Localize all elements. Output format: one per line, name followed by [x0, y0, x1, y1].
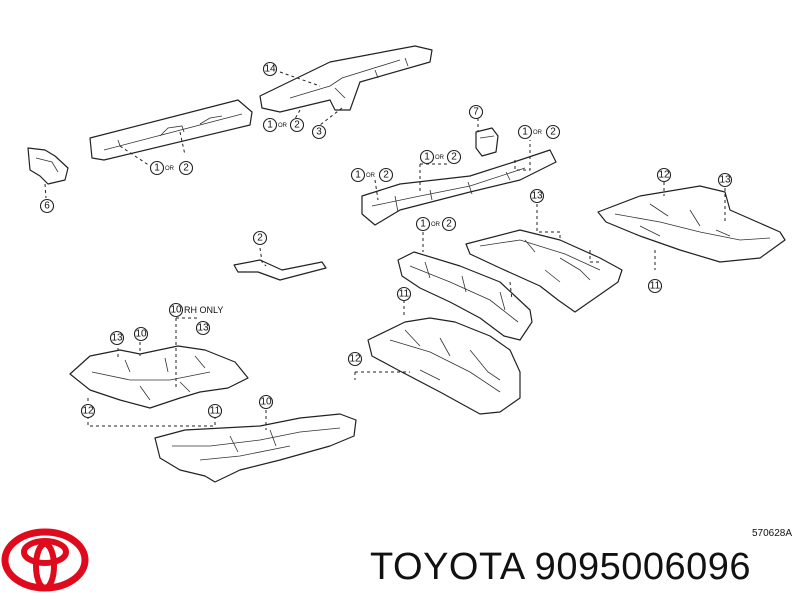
- callout-2: 2: [441, 216, 457, 232]
- or-label: OR: [431, 222, 441, 228]
- callout-label: 13: [531, 191, 543, 202]
- callout-label: 6: [44, 201, 50, 212]
- callout-label: 11: [210, 406, 221, 417]
- figure-code: 570628A: [752, 528, 793, 539]
- callout-13: 13: [195, 320, 211, 336]
- callout-1: 1: [419, 149, 435, 165]
- callout-13: 13: [529, 188, 545, 204]
- callout-1: 1: [415, 216, 431, 232]
- part-bracket-7: [475, 118, 499, 157]
- callout-label: 1: [267, 120, 273, 131]
- callout-label: 13: [197, 323, 209, 334]
- callout-label: 2: [183, 163, 189, 174]
- callout-2: 2: [289, 117, 305, 133]
- or-label: OR: [278, 123, 288, 129]
- callout-label: 1: [420, 219, 426, 230]
- part-front-floor: [69, 317, 249, 427]
- callout-1: 1: [262, 117, 278, 133]
- callout-1: 1: [149, 160, 165, 176]
- callout-label: 1: [522, 127, 528, 138]
- callout-label: 12: [82, 406, 94, 417]
- callout-2: 2: [378, 167, 394, 183]
- callout-label: 14: [264, 64, 276, 75]
- callout-label: 13: [719, 175, 731, 186]
- callout-label: 7: [473, 107, 479, 118]
- part-rear-floor-side: [397, 232, 533, 341]
- callout-12: 12: [80, 403, 96, 419]
- callout-2: 2: [252, 230, 268, 246]
- callout-2: 2: [446, 149, 462, 165]
- callout-1: 1: [517, 124, 533, 140]
- callout-10: 10: [258, 394, 274, 410]
- rh-only-label: RH ONLY: [184, 305, 223, 315]
- brand-part-number: TOYOTA 9095006096: [370, 546, 752, 588]
- callout-12: 12: [347, 351, 363, 367]
- callout-label: 2: [550, 127, 556, 138]
- callout-2: 2: [178, 160, 194, 176]
- callout-2: 2: [545, 124, 561, 140]
- callout-12: 12: [656, 167, 672, 183]
- callout-11: 11: [207, 403, 223, 419]
- callout-label: 11: [650, 281, 661, 292]
- callout-label: 1: [154, 163, 160, 174]
- callout-label: 10: [135, 329, 147, 340]
- callout-label: 10: [170, 305, 182, 316]
- callout-label: 12: [658, 170, 670, 181]
- part-strip-2: [233, 247, 327, 281]
- callout-13: 13: [717, 172, 733, 188]
- part-bracket-6: [27, 147, 69, 199]
- callout-3: 3: [311, 124, 327, 140]
- callout-label: 2: [451, 152, 457, 163]
- part-rear-floor-pan: [354, 317, 521, 415]
- callout-11: 11: [647, 278, 663, 294]
- part-center-rail: [361, 140, 557, 226]
- part-front-side-member: [89, 99, 253, 167]
- or-label: OR: [366, 173, 376, 179]
- callout-10: 10: [133, 326, 149, 342]
- callout-label: 13: [111, 333, 123, 344]
- part-crossmember-14: [259, 45, 433, 126]
- callout-label: 2: [294, 120, 300, 131]
- callout-1: 1: [350, 167, 366, 183]
- callout-label: 2: [446, 219, 452, 230]
- callout-11: 11: [396, 286, 412, 302]
- callout-7: 7: [468, 104, 484, 120]
- part-rear-crossmember: [465, 204, 623, 313]
- or-label: OR: [435, 155, 445, 161]
- callout-label: 2: [257, 233, 263, 244]
- callout-label: 1: [355, 170, 361, 181]
- part-rear-floor-right: [597, 182, 786, 270]
- or-label: OR: [533, 130, 543, 136]
- callout-13: 13: [109, 330, 125, 346]
- callout-label: 12: [349, 354, 361, 365]
- callout-label: 1: [424, 152, 430, 163]
- part-floor-panel-bottom: [154, 404, 357, 483]
- toyota-emblem-icon: [1, 528, 89, 592]
- callout-label: 10: [260, 397, 272, 408]
- callout-label: 2: [383, 170, 389, 181]
- callout-10: 10: [168, 302, 184, 318]
- callout-label: 11: [399, 289, 410, 300]
- callout-14: 14: [262, 61, 278, 77]
- callout-label: 3: [316, 127, 322, 138]
- callout-6: 6: [39, 198, 55, 214]
- or-label: OR: [165, 166, 175, 172]
